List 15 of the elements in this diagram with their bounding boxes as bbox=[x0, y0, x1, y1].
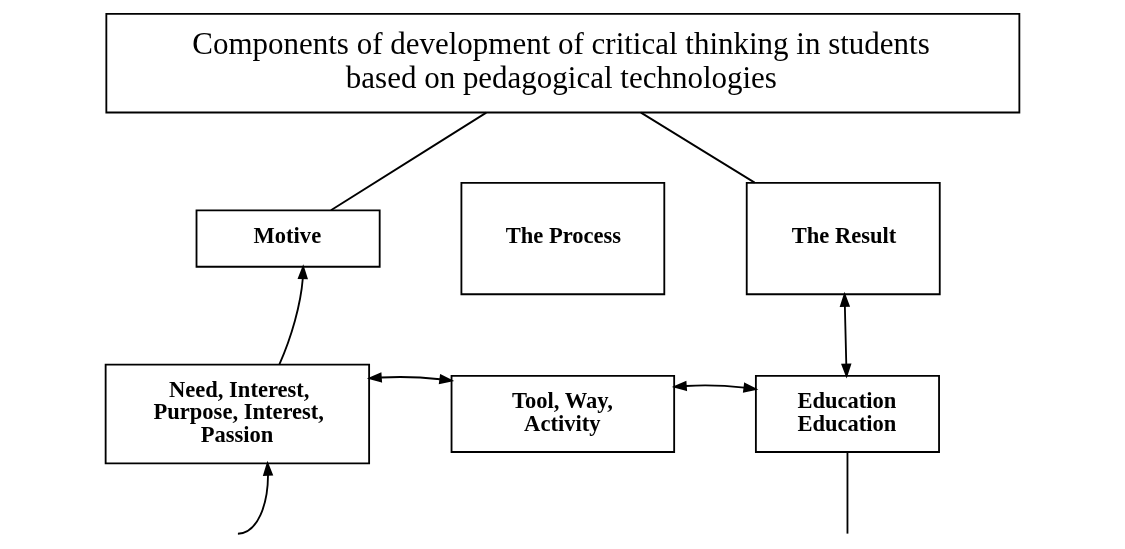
node-box: Components of development of critical thinking in students based on pedagogical technologies bbox=[105, 12, 1021, 114]
node-box: Need, Interest, Purpose, Interest, Passion bbox=[104, 363, 371, 465]
node-box: Tool, Way, Activity bbox=[450, 375, 676, 453]
node-box: The Process bbox=[460, 182, 666, 296]
arrow bbox=[237, 460, 274, 535]
connector bbox=[330, 111, 488, 212]
node-box: The Result bbox=[745, 182, 941, 296]
arrow bbox=[671, 380, 759, 393]
connector bbox=[640, 111, 756, 184]
arrow bbox=[278, 264, 308, 366]
connector bbox=[846, 451, 849, 535]
node-box: Education Education bbox=[754, 375, 940, 453]
node-box: Motive bbox=[195, 209, 381, 268]
arrow bbox=[839, 291, 852, 379]
arrow bbox=[366, 372, 455, 385]
